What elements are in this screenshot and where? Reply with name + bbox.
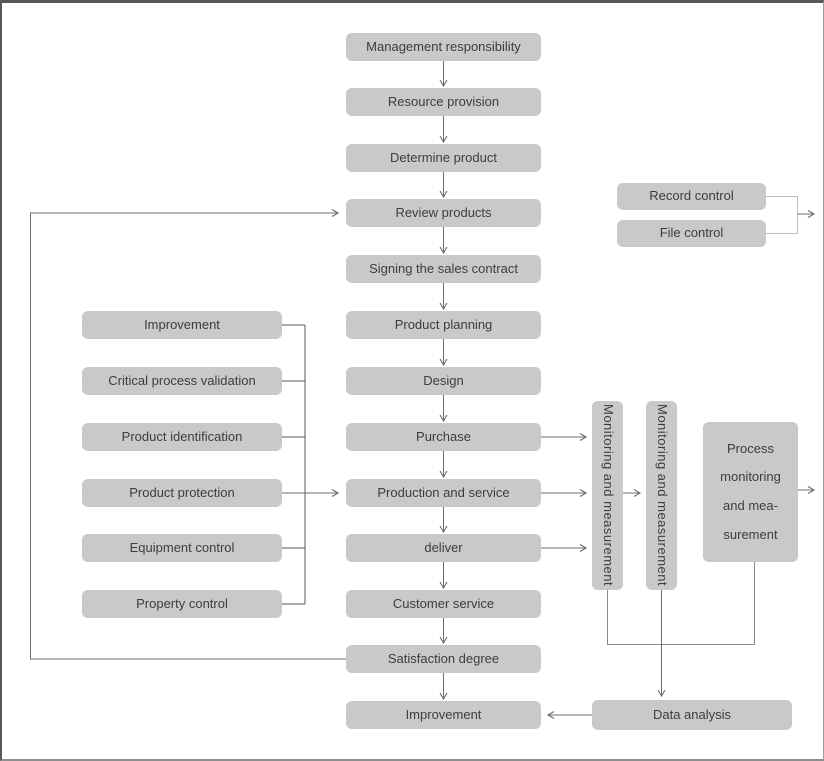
node-management-responsibility: Management responsibility bbox=[346, 33, 541, 61]
process-box-line: and mea- bbox=[723, 498, 778, 513]
node-product-identification: Product identification bbox=[82, 423, 282, 451]
node-improvement-final: Improvement bbox=[346, 701, 541, 729]
node-satisfaction-degree: Satisfaction degree bbox=[346, 645, 541, 673]
node-property-control: Property control bbox=[82, 590, 282, 618]
node-monitoring-and-measurement-2: Monitoring and measurement bbox=[646, 401, 677, 590]
node-file-control: File control bbox=[617, 220, 766, 247]
node-signing-sales-contract: Signing the sales contract bbox=[346, 255, 541, 283]
node-design: Design bbox=[346, 367, 541, 395]
monitoring-junction-line bbox=[607, 562, 755, 645]
node-production-and-service: Production and service bbox=[346, 479, 541, 507]
monitoring-input-arrows bbox=[541, 433, 588, 552]
process-box-line: surement bbox=[723, 526, 778, 542]
node-improvement-left: Improvement bbox=[82, 311, 282, 339]
node-record-control: Record control bbox=[617, 183, 766, 210]
node-equipment-control: Equipment control bbox=[82, 534, 282, 562]
record-file-bracket bbox=[766, 196, 798, 234]
process-box-line: Process bbox=[727, 440, 774, 456]
node-product-protection: Product protection bbox=[82, 479, 282, 507]
node-product-planning: Product planning bbox=[346, 311, 541, 339]
node-customer-service: Customer service bbox=[346, 590, 541, 618]
node-monitoring-and-measurement-1: Monitoring and measurement bbox=[592, 401, 623, 590]
node-data-analysis: Data analysis bbox=[592, 700, 792, 730]
node-process-monitoring-and-measurement: Process monitoring and mea- surement bbox=[703, 422, 798, 562]
node-review-products: Review products bbox=[346, 199, 541, 227]
node-purchase: Purchase bbox=[346, 423, 541, 451]
left-column-bracket bbox=[282, 324, 306, 605]
node-deliver: deliver bbox=[346, 534, 541, 562]
node-critical-process-validation: Critical process validation bbox=[82, 367, 282, 395]
node-determine-product: Determine product bbox=[346, 144, 541, 172]
node-resource-provision: Resource provision bbox=[346, 88, 541, 116]
process-box-line: monitoring bbox=[720, 469, 781, 485]
